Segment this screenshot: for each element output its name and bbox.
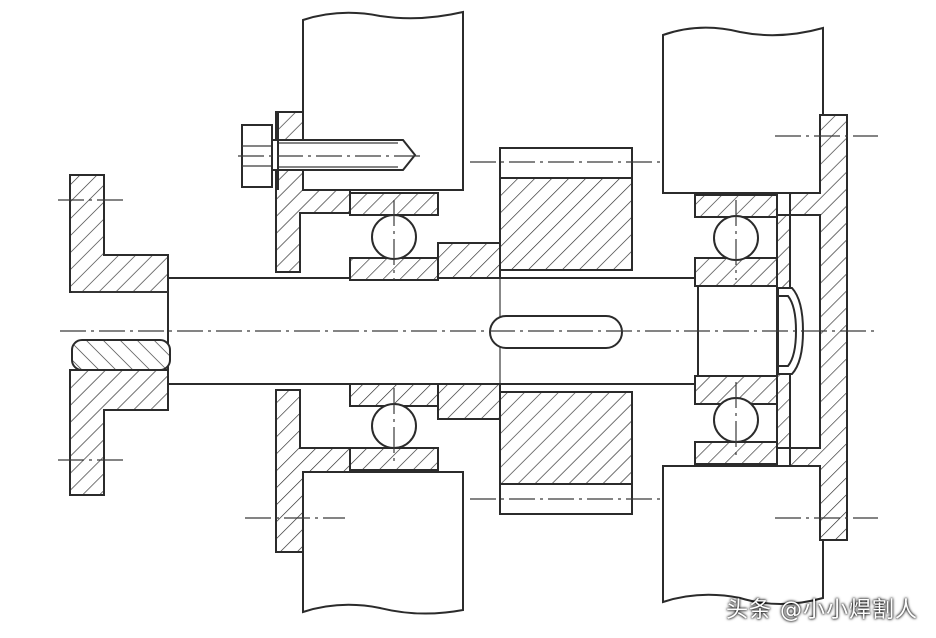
right-housing-upper xyxy=(662,26,824,194)
left-bearing-cover-lower xyxy=(275,389,351,553)
left-flange-hub-lower xyxy=(69,369,169,496)
watermark-text: 头条 @小小焊割人 xyxy=(726,598,918,623)
gear-lower xyxy=(499,391,633,485)
right-housing-lower xyxy=(662,465,824,605)
spacer-sleeve-upper xyxy=(437,242,501,279)
gear-top-rim xyxy=(499,147,633,179)
flange-key xyxy=(71,339,171,371)
gear-upper xyxy=(499,177,633,271)
left-housing-lower xyxy=(302,471,464,615)
bolt-shank xyxy=(271,139,417,171)
left-flange-hub xyxy=(69,174,169,293)
spacer-sleeve-lower xyxy=(437,383,501,420)
shaft-key xyxy=(489,315,623,349)
